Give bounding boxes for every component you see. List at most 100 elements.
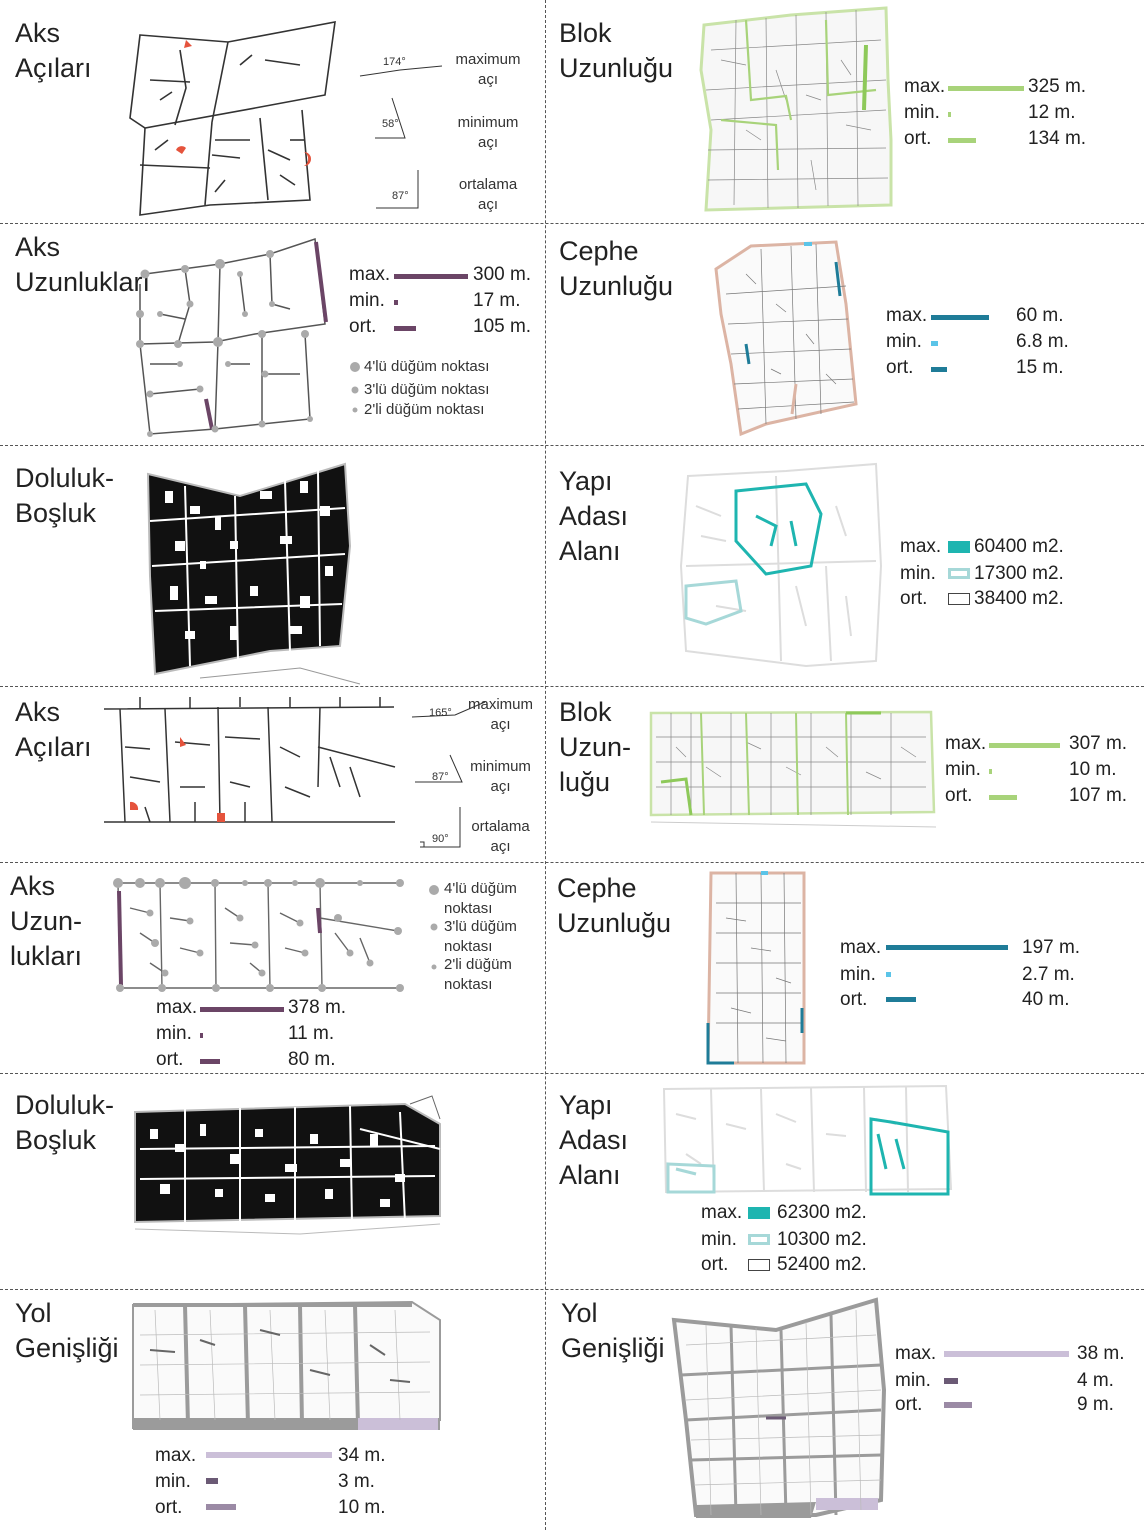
- row-divider: [0, 445, 1144, 446]
- facade-map: [714, 240, 858, 437]
- node-label-4: 4'lü düğüm noktası: [364, 358, 490, 375]
- avg-value: 38400 m2.: [974, 588, 1064, 609]
- panel-title: Blok Uzun- luğu: [559, 697, 632, 797]
- min-value: 3 m.: [338, 1471, 375, 1492]
- avg-value: 80 m.: [288, 1049, 336, 1070]
- stat-label-avg: ort.: [349, 316, 377, 337]
- stat-label-min: min.: [349, 290, 385, 311]
- stat-label-avg: ort.: [945, 785, 973, 806]
- max-value: 38 m.: [1077, 1343, 1125, 1364]
- min-value: 10300 m2.: [777, 1229, 867, 1250]
- angle-label: ortalama açı: [471, 818, 530, 855]
- panel-title: Yapı Adası Alanı: [559, 1090, 629, 1190]
- stat-label-min: min.: [895, 1370, 931, 1391]
- avg-value: 105 m.: [473, 316, 532, 337]
- min-value: 4 m.: [1077, 1370, 1114, 1391]
- node-label-3: 3'lü düğüm noktası: [364, 381, 490, 398]
- block-area-map: [679, 462, 883, 668]
- max-value: 325 m.: [1028, 76, 1087, 97]
- max-value: 300 m.: [473, 264, 532, 285]
- node-label-2: 2'li düğüm noktası: [364, 401, 485, 418]
- max-value: 378 m.: [288, 997, 347, 1018]
- min-value: 10 m.: [1069, 759, 1117, 780]
- min-bar: [206, 1478, 218, 1484]
- min-value: 2.7 m.: [1022, 964, 1075, 985]
- max-bar: [206, 1452, 332, 1458]
- angle-legend: [411, 701, 486, 848]
- panel-title: Yapı Adası Alanı: [559, 466, 629, 566]
- avg-value: 9 m.: [1077, 1394, 1114, 1415]
- panel-road-width-1: Yol Genişliği max. min. ort. 34 m. 3 m. …: [0, 1290, 545, 1530]
- max-value: 62300 m2.: [777, 1202, 867, 1223]
- angle-value: 87°: [432, 771, 449, 783]
- stat-label-avg: ort.: [900, 588, 928, 609]
- max-value: 60 m.: [1016, 305, 1064, 326]
- min-swatch: [948, 568, 970, 579]
- max-swatch: [948, 541, 970, 553]
- min-value: 17300 m2.: [974, 563, 1064, 584]
- stat-label-max: max.: [701, 1202, 743, 1223]
- block-area-map: [662, 1084, 953, 1196]
- stat-label-avg: ort.: [840, 989, 868, 1010]
- panel-title: Doluluk- Boşluk: [15, 463, 115, 528]
- panel-title: Aks Uzun- lukları: [10, 871, 83, 971]
- avg-bar: [886, 997, 916, 1002]
- panel-title: Doluluk- Boşluk: [15, 1090, 115, 1155]
- avg-bar: [394, 326, 416, 331]
- street-fabric: [705, 9, 889, 209]
- node-label-3: 3'lü düğüm noktası: [444, 918, 517, 955]
- stat-label-avg: ort.: [155, 1497, 183, 1518]
- panel-title: Cephe Uzunluğu: [557, 873, 672, 938]
- min-bar: [989, 769, 992, 774]
- stat-label-avg: ort.: [701, 1254, 729, 1275]
- angle-value: 174°: [383, 56, 406, 68]
- node-legend-symbols: [350, 362, 360, 413]
- block-length-map: [699, 6, 893, 212]
- stat-label-min: min.: [840, 964, 876, 985]
- stat-label-max: max.: [886, 305, 928, 326]
- panel-title: Yol Genişliği: [15, 1298, 119, 1363]
- row-divider: [0, 1289, 1144, 1290]
- avg-value: 134 m.: [1028, 128, 1087, 149]
- row-divider: [0, 223, 1144, 224]
- angle-label: maximum açı: [455, 51, 521, 88]
- avg-value: 107 m.: [1069, 785, 1128, 806]
- stat-label-avg: ort.: [886, 357, 914, 378]
- nodes: [136, 250, 313, 437]
- avg-value: 15 m.: [1016, 357, 1064, 378]
- panel-title: Aks Açıları: [15, 697, 92, 762]
- angle-value: 165°: [429, 707, 452, 719]
- facade-map: [706, 871, 806, 1065]
- stat-label-avg: ort.: [904, 128, 932, 149]
- min-swatch: [748, 1234, 770, 1245]
- angle-label: minimum açı: [470, 758, 531, 795]
- avg-swatch: [748, 1259, 770, 1271]
- axis-network-map: [129, 21, 336, 216]
- panel-title: Blok Uzunluğu: [559, 18, 674, 83]
- max-value: 34 m.: [338, 1445, 386, 1466]
- avg-value: 40 m.: [1022, 989, 1070, 1010]
- road-width-map: [132, 1300, 441, 1430]
- panel-title: Aks Açıları: [15, 18, 92, 83]
- stat-label-min: min.: [904, 102, 940, 123]
- panel-title: Cephe Uzunluğu: [559, 236, 674, 301]
- angle-value: 90°: [432, 833, 449, 845]
- max-bar: [931, 315, 989, 320]
- avg-swatch: [948, 593, 970, 605]
- min-bar: [886, 972, 891, 977]
- angle-legend: [359, 65, 443, 209]
- min-bar: [200, 1033, 203, 1038]
- stat-label-max: max.: [900, 536, 942, 557]
- avg-value: 10 m.: [338, 1497, 386, 1518]
- avg-bar: [948, 138, 976, 143]
- min-value: 11 m.: [288, 1023, 335, 1044]
- stat-label-min: min.: [900, 563, 936, 584]
- panel-block-length-1: Blok Uzunluğu max. min. ort. 325 m. 12 m…: [546, 0, 1144, 223]
- node-label-4: 4'lü düğüm noktası: [444, 880, 517, 917]
- min-value: 17 m.: [473, 290, 521, 311]
- stat-label-max: max.: [349, 264, 391, 285]
- avg-bar: [989, 795, 1017, 800]
- angle-value: 58°: [382, 118, 399, 130]
- avg-bar: [944, 1402, 972, 1408]
- axis-network-map: [103, 697, 396, 823]
